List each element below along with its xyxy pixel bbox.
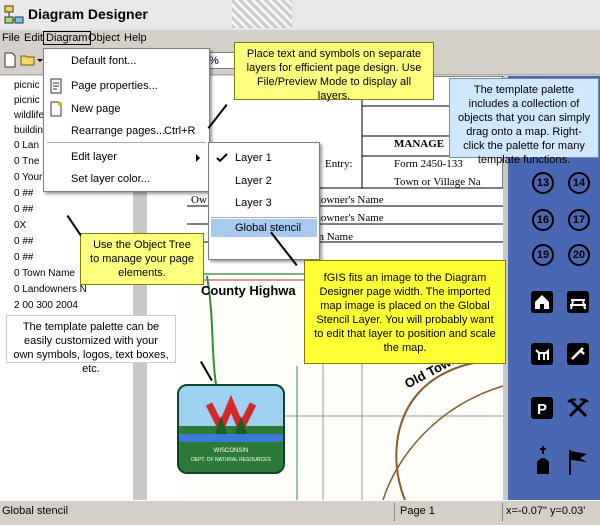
entry-label: Entry:: [325, 158, 353, 170]
custom-palette-callout: The template palette can be easily custo…: [6, 315, 176, 375]
tree-item[interactable]: picnic: [14, 95, 40, 106]
route-19-icon[interactable]: 19: [532, 244, 554, 266]
tree-item[interactable]: 0 ##: [14, 188, 34, 199]
parking-icon[interactable]: P: [530, 396, 554, 420]
rearrange-shortcut: Ctrl+R: [164, 125, 196, 137]
tree-item[interactable]: 0 ##: [14, 252, 34, 263]
route-17-icon[interactable]: 17: [568, 209, 590, 231]
layer-submenu: Layer 1 Layer 2 Layer 3 Global stencil: [208, 142, 320, 260]
status-layer: Global stencil: [2, 505, 69, 517]
tree-item[interactable]: 0 Town Name: [14, 268, 75, 279]
route-16-icon[interactable]: 16: [532, 209, 554, 231]
picnic-icon[interactable]: [566, 290, 590, 314]
new-page-icon: [50, 101, 62, 117]
layers-callout: Place text and symbols on separate layer…: [234, 42, 434, 102]
diagram-menu: Default font... Page properties... New p…: [43, 48, 210, 192]
tree-item[interactable]: 0X: [14, 220, 27, 231]
menu-item-edit-layer[interactable]: Edit layer: [71, 151, 117, 163]
title-bar: Diagram Designer: [0, 0, 600, 30]
global-stencil-item[interactable]: Global stencil: [235, 222, 302, 234]
town-village-label: Town or Village Na: [394, 176, 481, 188]
tree-item[interactable]: buildin: [14, 125, 43, 136]
chevron-down-icon[interactable]: [36, 52, 44, 68]
submenu-arrow-icon: [196, 154, 200, 162]
logo-text-1: WISCONSIN: [213, 448, 249, 454]
menu-item-default-font[interactable]: Default font...: [71, 55, 137, 67]
menu-item-page-properties[interactable]: Page properties...: [71, 80, 158, 92]
window-title: Diagram Designer: [28, 6, 148, 22]
hunting-icon[interactable]: [566, 342, 590, 366]
tree-item[interactable]: 0 Lan: [14, 140, 40, 151]
tree-item[interactable]: 0 Your: [14, 172, 43, 183]
object-tree-callout: Use the Object Tree to manage your page …: [80, 233, 204, 285]
tree-item[interactable]: 0 Landowners N: [14, 284, 87, 295]
menu-file[interactable]: File: [2, 32, 20, 44]
tree-item[interactable]: 2 00 300 2004: [14, 300, 78, 311]
menu-diagram[interactable]: Diagram: [43, 31, 91, 45]
menu-edit[interactable]: Edit: [24, 32, 43, 44]
open-folder-icon[interactable]: [20, 52, 36, 68]
mine-icon[interactable]: [566, 396, 590, 420]
menu-object[interactable]: Object: [88, 32, 120, 44]
tree-item[interactable]: wildlife: [14, 110, 45, 121]
status-coordinates: x=-0.07" y=0.03': [506, 505, 586, 517]
dnr-logo: WISCONSIN DEPT. OF NATURAL RESOURCES: [177, 384, 285, 474]
layer-2-item[interactable]: Layer 2: [235, 175, 272, 187]
form-number: Form 2450-133: [394, 158, 463, 170]
app-icon: [4, 5, 24, 24]
tree-logo-icon: [205, 394, 257, 434]
cemetery-icon[interactable]: [532, 444, 554, 476]
route-13-icon[interactable]: 13: [532, 172, 554, 194]
svg-text:P: P: [537, 401, 547, 418]
page-properties-icon: [50, 78, 62, 94]
menu-divider: [211, 217, 317, 218]
palette-callout: The template palette includes a collecti…: [449, 78, 599, 166]
county-highway-label: County Highwa: [201, 283, 296, 298]
logo-text-2: DEPT. OF NATURAL RESOURCES: [191, 457, 271, 463]
new-file-icon[interactable]: [2, 52, 18, 68]
tree-item[interactable]: 0 Tne: [14, 156, 40, 167]
wildlife-icon[interactable]: [530, 342, 554, 366]
landowner-name-2: andowner's Name: [305, 212, 384, 224]
owner-label: Ow: [191, 194, 207, 206]
status-divider: [394, 503, 395, 521]
tree-item[interactable]: picnic: [14, 80, 40, 91]
layer-3-item[interactable]: Layer 3: [235, 197, 272, 209]
menu-item-set-layer-color[interactable]: Set layer color...: [71, 173, 150, 185]
building-icon[interactable]: [530, 290, 554, 314]
layer-1-item[interactable]: Layer 1: [235, 152, 272, 164]
title-bar-texture: [232, 0, 292, 28]
menu-divider: [47, 142, 206, 143]
tree-item[interactable]: 0 ##: [14, 236, 34, 247]
route-20-icon[interactable]: 20: [568, 244, 590, 266]
tree-item[interactable]: 0 ##: [14, 204, 34, 215]
fgis-callout: fGIS fits an image to the Diagram Design…: [304, 260, 506, 364]
menu-help[interactable]: Help: [124, 32, 147, 44]
manage-label: MANAGE: [394, 138, 445, 150]
landowner-name-1: andowner's Name: [305, 194, 384, 206]
status-page: Page 1: [400, 505, 435, 517]
global-stencil-highlight: [211, 219, 317, 237]
status-divider: [502, 503, 503, 521]
menu-item-new-page[interactable]: New page: [71, 103, 121, 115]
flag-icon[interactable]: [566, 448, 590, 476]
route-14-icon[interactable]: 14: [568, 172, 590, 194]
menu-bar: File Edit Diagram Object Help: [0, 30, 600, 48]
menu-item-rearrange-pages[interactable]: Rearrange pages...: [71, 125, 166, 137]
checkmark-icon: [216, 153, 228, 163]
status-bar: Global stencil Page 1 x=-0.07" y=0.03': [0, 500, 600, 525]
